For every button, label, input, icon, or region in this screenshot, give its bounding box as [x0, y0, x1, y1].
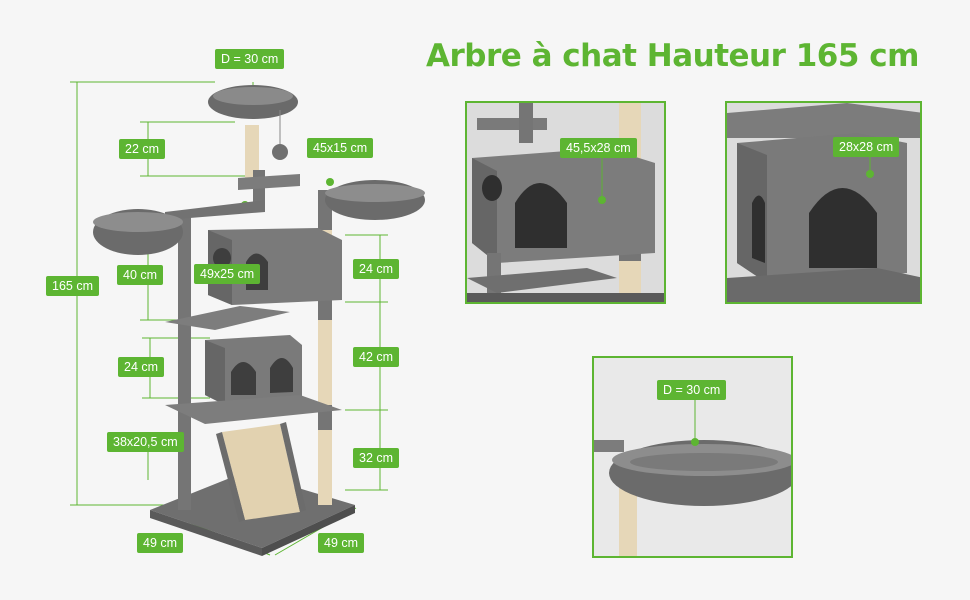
label-gap-top: 22 cm [119, 139, 166, 159]
label-house-small-height: 24 cm [118, 357, 165, 377]
small-house-photo [727, 103, 920, 302]
detail-small-house-panel [725, 101, 922, 304]
label-side-bowl-height: 40 cm [117, 265, 164, 285]
label-hammock: 45x15 cm [307, 138, 374, 158]
label-top-diameter: D = 30 cm [215, 49, 285, 69]
label-height-total: 165 cm [46, 276, 99, 296]
label-house-large: 45,5x28 cm [560, 138, 637, 158]
label-base-depth: 49 cm [318, 533, 365, 553]
label-post-upper: 24 cm [353, 259, 400, 279]
label-house-top: 49x25 cm [194, 264, 261, 284]
cat-tree-illustration [70, 81, 425, 556]
label-ramp: 38x20,5 cm [107, 432, 184, 452]
large-house-photo [467, 103, 664, 302]
label-post-middle: 42 cm [353, 347, 400, 367]
label-basket: D = 30 cm [657, 380, 727, 400]
label-post-lower: 32 cm [353, 448, 400, 468]
detail-basket-panel [592, 356, 793, 558]
page-title: Arbre à chat Hauteur 165 cm [426, 38, 919, 74]
detail-large-house-panel [465, 101, 666, 304]
label-base-width: 49 cm [137, 533, 184, 553]
label-house-small: 28x28 cm [833, 137, 900, 157]
